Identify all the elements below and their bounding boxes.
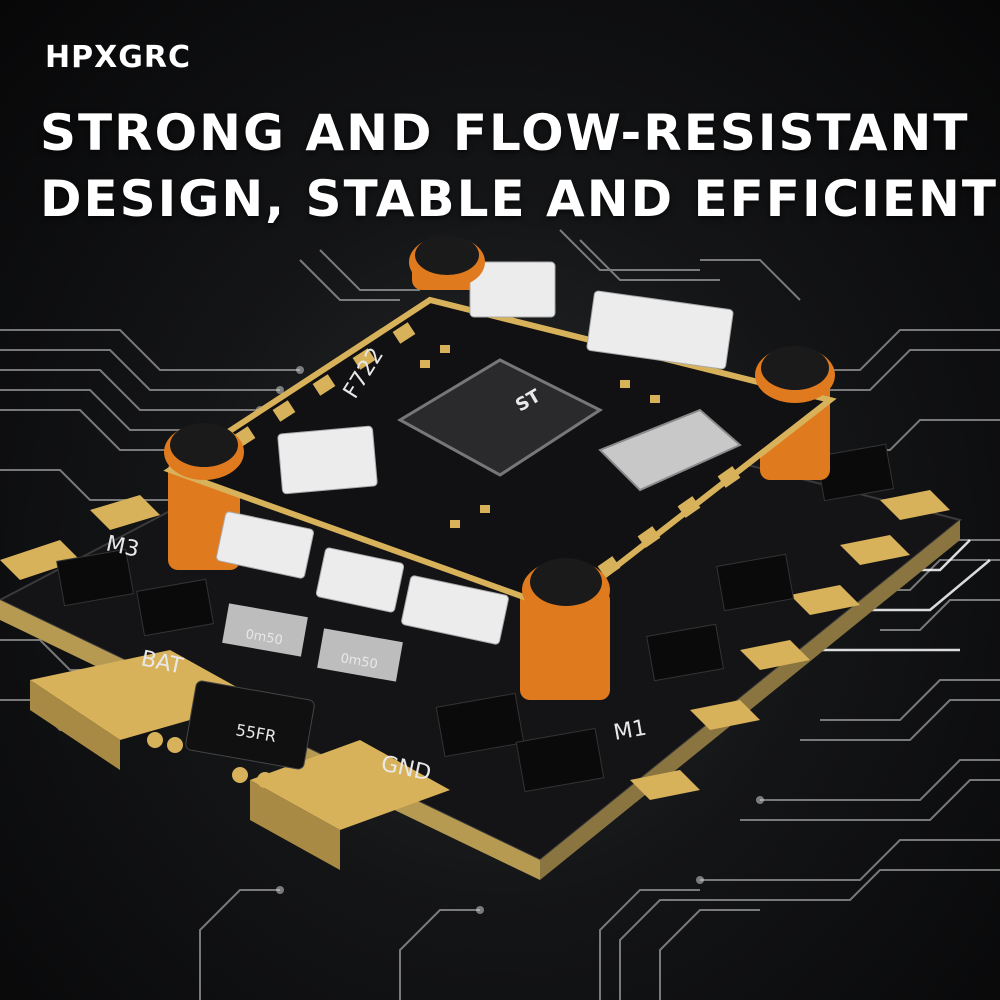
motor-m1-label: M1 <box>612 716 649 746</box>
headline-line-2: DESIGN, STABLE AND EFFICIENT <box>40 170 998 228</box>
headline-line-1: STRONG AND FLOW-RESISTANT <box>40 104 970 162</box>
shunt-b-label: 0m50 <box>339 651 379 672</box>
brand-logo: HPXGRC <box>45 40 191 75</box>
fc-board: ST F722 <box>163 261 837 645</box>
headline: STRONG AND FLOW-RESISTANT DESIGN, STABLE… <box>40 100 998 232</box>
standoff-nuts <box>164 235 835 620</box>
shunt-a-label: 0m50 <box>244 627 284 648</box>
